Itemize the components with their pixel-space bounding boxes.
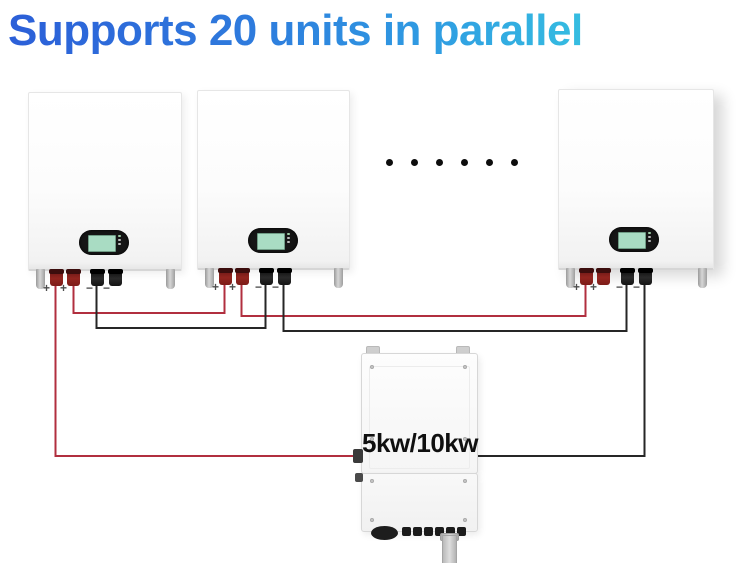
screw xyxy=(370,518,374,522)
screw xyxy=(463,518,467,522)
battery-unit-3: + + − − xyxy=(558,89,714,293)
dc-input-connector xyxy=(353,449,363,463)
cable-gland xyxy=(435,527,444,536)
screw xyxy=(463,437,467,441)
mounting-foot xyxy=(36,269,45,289)
ellipsis-dot xyxy=(386,159,393,166)
wire-positive-bus-b2-b3 xyxy=(240,281,587,317)
side-connector xyxy=(355,473,363,482)
status-led-indicators xyxy=(118,235,121,245)
mounting-foot xyxy=(205,268,214,288)
polarity-label: − xyxy=(272,280,280,294)
wire-negative-bus-b1-b2 xyxy=(95,281,267,329)
lcd-screen xyxy=(257,233,285,250)
negative-terminal xyxy=(90,269,105,286)
polarity-label: + xyxy=(212,280,220,294)
status-led-indicators xyxy=(648,232,651,242)
polarity-label: + xyxy=(573,280,581,294)
screw xyxy=(463,365,467,369)
battery-display-panel xyxy=(79,230,129,255)
screw xyxy=(370,437,374,441)
cable-gland xyxy=(446,527,455,536)
inverter-front-panel xyxy=(369,366,470,469)
ellipsis-dot xyxy=(461,159,468,166)
lcd-screen xyxy=(88,235,116,252)
screw xyxy=(463,479,467,483)
lcd-screen xyxy=(618,232,646,249)
conduit xyxy=(442,535,457,563)
cable-gland xyxy=(457,527,466,536)
wire-battery1-positive-to-inverter xyxy=(54,281,359,457)
cable-gland-large xyxy=(371,526,398,540)
mounting-foot xyxy=(334,268,343,288)
positive-terminal xyxy=(235,268,250,285)
negative-terminal xyxy=(638,268,653,285)
negative-terminal xyxy=(108,269,123,286)
ellipsis-dot xyxy=(436,159,443,166)
negative-terminal xyxy=(259,268,274,285)
polarity-label: + xyxy=(229,280,237,294)
positive-terminal xyxy=(596,268,611,285)
polarity-label: + xyxy=(43,281,51,295)
battery-unit-2: + + − − xyxy=(197,90,350,293)
page-title: Supports 20 units in parallel xyxy=(8,6,648,56)
cable-gland xyxy=(413,527,422,536)
polarity-label: − xyxy=(103,281,111,295)
negative-terminal xyxy=(277,268,292,285)
polarity-label: − xyxy=(255,280,263,294)
cable-gland xyxy=(424,527,433,536)
ellipsis-dot xyxy=(411,159,418,166)
polarity-label: − xyxy=(86,281,94,295)
inverter-power-label: 5kw/10kw xyxy=(362,428,478,458)
battery-display-panel xyxy=(248,228,298,253)
status-led-indicators xyxy=(287,233,290,243)
inverter-wiring-box xyxy=(361,473,478,532)
inverter-unit: 5kw/10kw xyxy=(361,353,478,474)
wire-negative-bus-b2-b3 xyxy=(282,281,628,332)
screw xyxy=(370,479,374,483)
polarity-label: − xyxy=(616,280,624,294)
polarity-label: − xyxy=(633,280,641,294)
screw xyxy=(370,365,374,369)
ellipsis-dot xyxy=(486,159,493,166)
wire-positive-bus-b1-b2 xyxy=(72,281,226,314)
positive-terminal xyxy=(49,269,64,286)
positive-terminal xyxy=(579,268,594,285)
polarity-label: + xyxy=(590,280,598,294)
positive-terminal xyxy=(66,269,81,286)
mounting-foot xyxy=(566,268,575,288)
cable-gland xyxy=(402,527,411,536)
wire-battery3-negative-to-inverter xyxy=(477,281,646,457)
more-units-ellipsis xyxy=(386,159,518,166)
negative-terminal xyxy=(620,268,635,285)
ellipsis-dot xyxy=(511,159,518,166)
mounting-foot xyxy=(166,269,175,289)
positive-terminal xyxy=(218,268,233,285)
battery-unit-1: + + − − xyxy=(28,92,182,294)
polarity-label: + xyxy=(60,281,68,295)
battery-display-panel xyxy=(609,227,659,252)
mounting-foot xyxy=(698,268,707,288)
